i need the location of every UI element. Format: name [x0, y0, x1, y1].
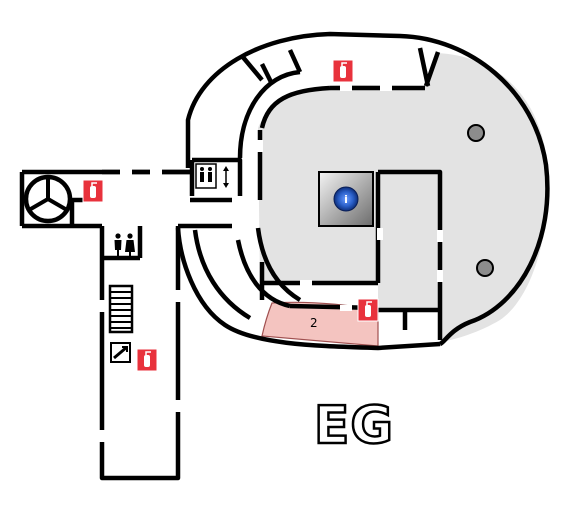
inner-right-block [375, 169, 443, 340]
pillar-icon [476, 259, 494, 277]
svg-text:i: i [344, 193, 348, 206]
stairs-icon [108, 284, 134, 334]
door-gaps [99, 85, 443, 442]
vertical-corridor-walls [99, 226, 181, 481]
inner-ring [192, 69, 331, 320]
fire-extinguisher-icon [82, 179, 104, 203]
restroom-icon [114, 233, 135, 256]
floor-label: EG [313, 395, 395, 458]
info-point-icon[interactable]: i [318, 171, 374, 227]
outer-wall-north [185, 31, 550, 347]
elevator-block [189, 157, 243, 196]
pillar-icon [467, 124, 485, 142]
fire-extinguisher-icon [357, 298, 379, 322]
ring-segments [240, 47, 441, 91]
revolving-door-icon [23, 174, 73, 224]
room-2-label: 2 [310, 316, 318, 330]
fire-extinguisher-icon [136, 348, 158, 372]
elevator-icon [195, 163, 229, 189]
outer-wall-south [175, 227, 441, 351]
corridor-upper-walls [70, 169, 232, 229]
fire-extinguisher-icon [332, 59, 354, 83]
accessibility-stairs-icon [110, 342, 131, 363]
